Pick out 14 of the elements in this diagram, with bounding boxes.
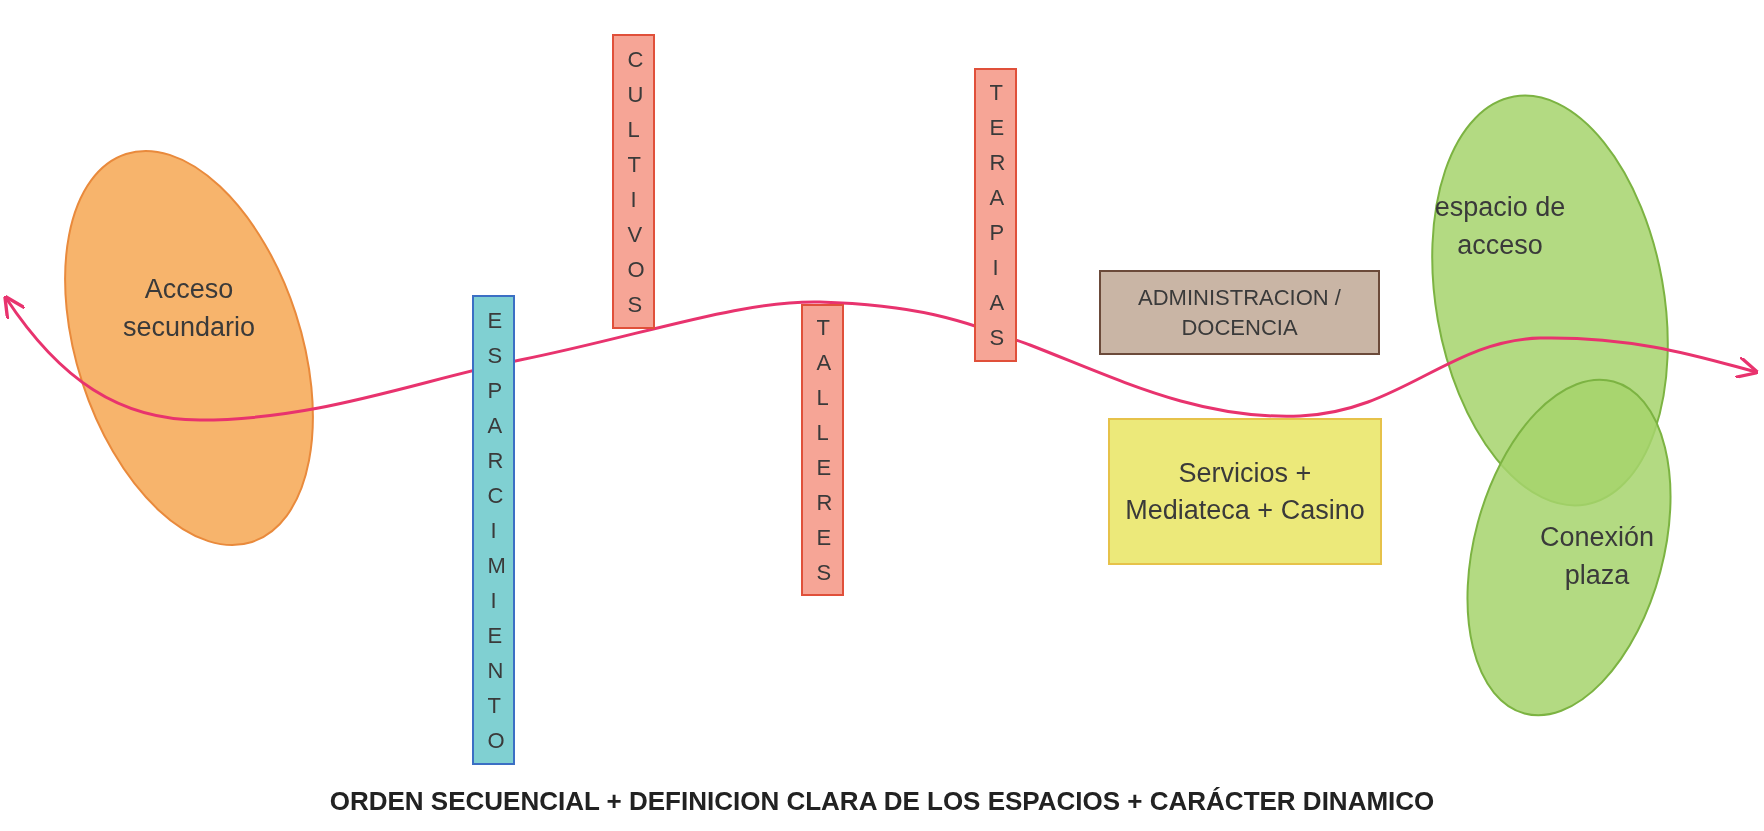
- program-label: TALLERES: [816, 314, 829, 587]
- area-label: Conexión plaza: [1538, 520, 1656, 592]
- program-box: [1108, 418, 1382, 565]
- program-box: [974, 68, 1017, 362]
- program-box: [1099, 270, 1380, 355]
- program-box: [801, 304, 844, 596]
- program-label: Servicios + Mediateca + Casino: [1124, 457, 1366, 527]
- program-box: [612, 34, 655, 329]
- program-label: ADMINISTRACION / DOCENCIA: [1137, 283, 1342, 342]
- area-label: Acceso secundario: [121, 273, 257, 344]
- area-label: espacio de acceso: [1433, 190, 1567, 262]
- program-label: TERAPIAS: [989, 79, 1002, 352]
- program-box: [472, 295, 515, 765]
- caption: ORDEN SECUENCIAL + DEFINICION CLARA DE LOS ESPACIOS + CARÁCTER DINAMICO: [329, 786, 1435, 816]
